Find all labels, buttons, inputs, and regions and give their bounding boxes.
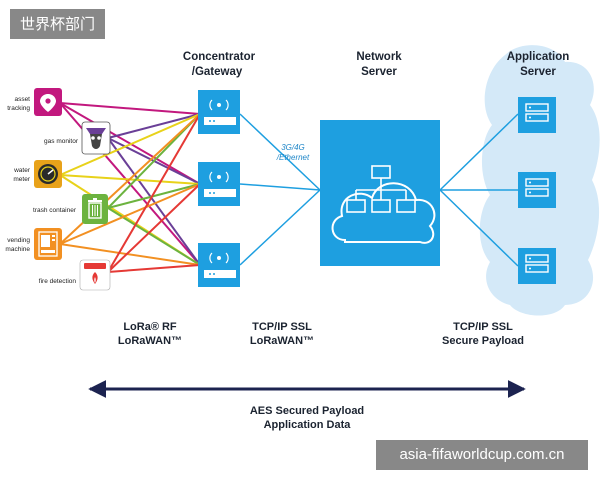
protocol-tcp-line2: LoRaWAN™ [250,335,314,347]
gateway-antenna-icon [198,90,240,134]
device-fire-detection: fire detection [39,259,111,291]
aes-label-line2: Application Data [264,419,352,431]
server-icon [518,172,556,208]
trash-can-icon [88,198,102,219]
protocol-rf-line2: LoRaWAN™ [118,335,182,347]
gas-mask-icon [86,128,106,149]
cloud-hierarchy-icon [331,165,436,244]
watermark-url: asia-fifaworldcup.com.cn [376,440,588,470]
fire-alarm-icon [84,263,106,284]
link-gas-gw1 [107,113,201,139]
protocol-secure-line2: Secure Payload [442,335,524,347]
concentrator-header-line1: Concentrator [183,51,256,63]
watermark-top-left: 世界杯部门 [10,9,106,39]
device-gas-monitor: gas monitor [44,121,111,155]
device-water-label1: water [13,167,31,174]
map-pin-icon [40,94,56,112]
protocol-tcp-line1: TCP/IP SSL [252,321,312,333]
device-trash-label: trash container [33,207,77,214]
gateway-2 [198,162,240,206]
link-gas-gw3 [107,137,201,266]
device-vending-machine: vending machine [5,228,62,260]
link-trash-gw2 [107,183,201,209]
application-header-line2: Server [520,66,556,78]
device-vending-label2: machine [5,246,30,253]
gateway-3 [198,243,240,287]
network-header-line1: Network [356,51,402,63]
app-server-2 [518,172,556,208]
gateway-1 [198,90,240,134]
link-water-gw1 [59,113,201,176]
link-asset-gw1 [59,102,201,115]
app-server-1 [518,97,556,133]
server-icon [518,248,556,284]
link-trash-gw1 [107,113,201,209]
device-vending-label1: vending [7,237,30,244]
server-icon [518,97,556,133]
protocol-secure-line1: TCP/IP SSL [453,321,513,333]
device-asset-label1: asset [14,96,30,103]
gateway-antenna-icon [198,162,240,206]
link-fire-gw1 [107,113,201,273]
server-links [439,113,519,267]
device-gas-label: gas monitor [44,138,79,145]
backhaul-label-line1: 3G/4G [281,143,305,152]
device-asset-label2: tracking [7,105,30,112]
device-fire-label: fire detection [39,278,77,285]
device-water-meter: water meter [13,160,62,188]
link-fire-gw2 [107,183,201,273]
gauge-icon [38,164,58,184]
link-vending-gw2 [59,183,201,245]
vending-machine-icon [38,231,58,257]
network-server [320,120,440,266]
link-fire-gw3 [107,264,201,273]
backhaul-links [239,113,321,266]
backhaul-label-line2: /Ethernet [276,153,310,162]
device-links [59,102,201,273]
link-vending-gw1 [59,113,201,245]
protocol-rf-line1: LoRa® RF [123,321,177,333]
aes-label-line1: AES Secured Payload [250,405,364,417]
app-server-3 [518,248,556,284]
application-header-line1: Application [507,51,570,63]
link-vending-gw3 [59,243,201,266]
concentrator-header-line2: /Gateway [192,66,243,78]
network-server-box [320,120,440,266]
gateway-antenna-icon [198,243,240,287]
device-asset-tracking: asset tracking [7,88,62,116]
device-water-label2: meter [13,176,30,183]
network-header-line2: Server [361,66,397,78]
device-trash-container: trash container [33,194,108,224]
link-asset-gw3 [59,102,201,266]
